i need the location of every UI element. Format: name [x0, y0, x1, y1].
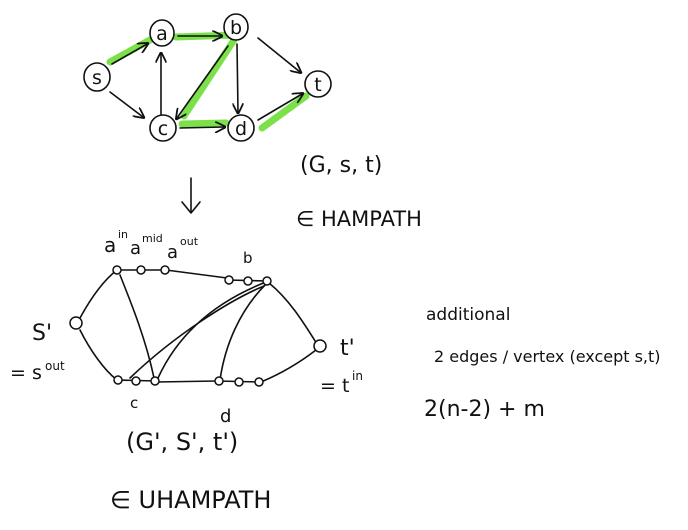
svg-text:out: out — [45, 359, 65, 373]
svg-text:s: s — [92, 67, 102, 89]
edge-b-t — [257, 37, 300, 72]
svg-text:in: in — [118, 228, 128, 241]
side-notes: additional 2 edges / vertex (except s,t)… — [424, 305, 661, 422]
label-t-prime: t' = t in — [320, 336, 363, 397]
svg-text:a: a — [156, 23, 168, 45]
edge-s-c — [109, 91, 143, 117]
svg-text:a: a — [130, 238, 141, 259]
node-s: s — [83, 62, 111, 92]
edge-dout-tprime — [260, 349, 317, 383]
note-edges-per-vertex: 2 edges / vertex (except s,t) — [434, 347, 661, 366]
svg-text:c: c — [158, 118, 168, 140]
node-d: d — [227, 114, 255, 142]
bottom-graph: a in a mid a out b c d S' = s out t' = t… — [10, 228, 363, 427]
edge-d-t — [257, 94, 302, 121]
label-a-out: a out — [167, 235, 199, 263]
edge-sprime-cin — [79, 329, 118, 381]
edge-bout-cout — [157, 281, 267, 379]
edge-ain-cout — [119, 274, 155, 379]
edge-b-d — [237, 43, 238, 112]
svg-text:in: in — [352, 369, 363, 383]
edge-bout-din — [219, 283, 267, 381]
label-d: d — [220, 406, 231, 427]
svg-text:b: b — [230, 17, 242, 39]
node-c: c — [149, 114, 177, 142]
bottom-membership-label: ∈ UHAMPATH — [110, 486, 271, 514]
svg-text:t: t — [314, 74, 321, 96]
svg-text:S': S' — [32, 321, 52, 346]
label-s-prime: S' = s out — [10, 321, 65, 384]
svg-text:= t: = t — [320, 375, 349, 397]
top-membership-label: ∈ HAMPATH — [296, 207, 422, 231]
edge-s-a — [111, 44, 147, 65]
top-instance-label: (G, s, t) — [300, 153, 382, 178]
svg-text:d: d — [235, 118, 247, 140]
c-gadget — [113, 375, 160, 386]
note-additional: additional — [426, 305, 510, 325]
top-graph: s a b c d t — [83, 13, 332, 142]
label-a-in: a in — [104, 228, 128, 257]
edge-aout-bin — [165, 269, 228, 279]
node-t-prime — [313, 339, 327, 353]
node-t: t — [304, 70, 332, 98]
edge-bout-cout-2 — [129, 285, 265, 379]
svg-text:a: a — [167, 242, 178, 263]
edge-c-d — [179, 127, 224, 128]
down-arrow-icon — [181, 177, 201, 214]
svg-text:t': t' — [340, 336, 355, 361]
label-c: c — [130, 394, 138, 412]
edge-bout-tprime — [268, 282, 318, 345]
edge-b-c — [177, 45, 229, 118]
bottom-instance-label: (G', S', t') — [126, 428, 238, 456]
node-a: a — [149, 19, 175, 47]
svg-text:out: out — [180, 235, 199, 248]
svg-text:= s: = s — [10, 362, 42, 384]
note-formula: 2(n-2) + m — [424, 397, 545, 422]
svg-text:mid: mid — [142, 232, 163, 245]
node-s-prime — [69, 316, 83, 330]
d-gadget — [214, 376, 264, 387]
edge-cout-din — [155, 380, 218, 383]
a-gadget — [112, 265, 170, 275]
label-a-mid: a mid — [130, 232, 163, 259]
edge-sprime-ain — [79, 269, 118, 319]
label-b: b — [243, 249, 253, 267]
node-b: b — [223, 13, 249, 41]
svg-text:a: a — [104, 233, 116, 257]
b-gadget — [224, 275, 272, 286]
